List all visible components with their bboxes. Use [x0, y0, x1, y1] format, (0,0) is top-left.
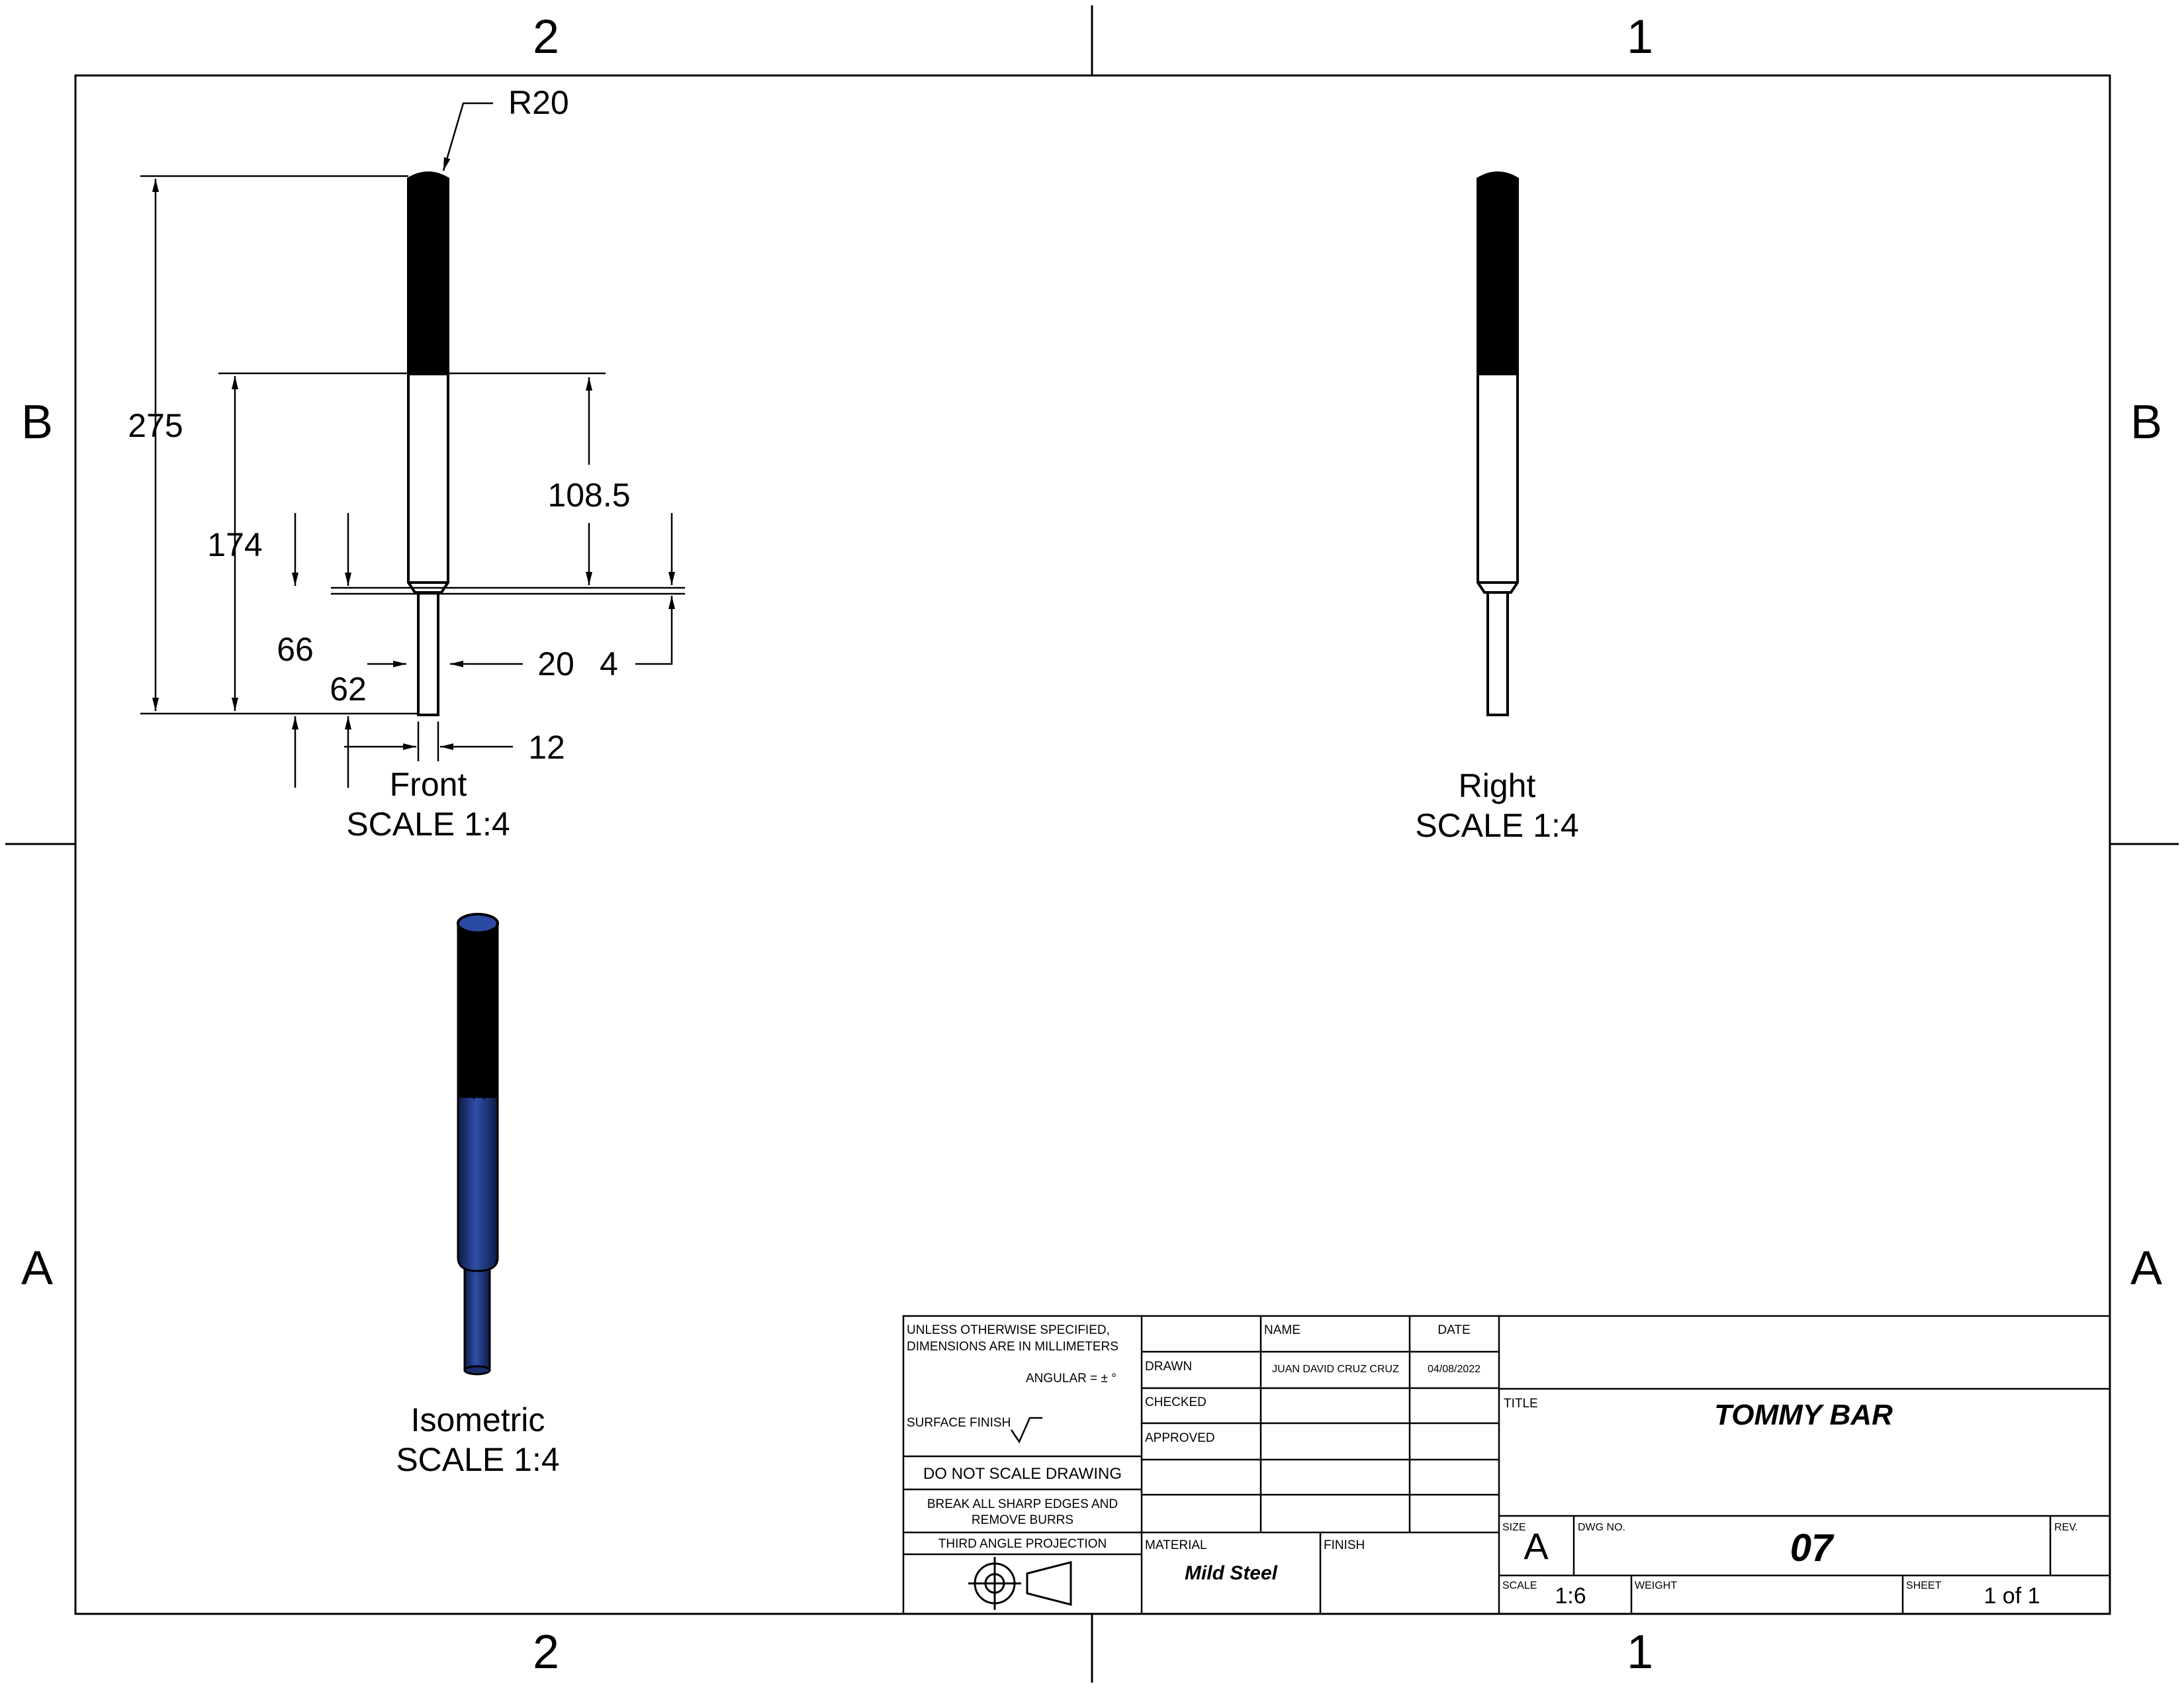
tb-drawn-name: JUAN DAVID CRUZ CRUZ [1272, 1364, 1399, 1375]
right-view-title: Right [1459, 767, 1536, 804]
tb-finish-label: FINISH [1324, 1538, 1365, 1552]
isometric-view-title: Isometric [411, 1401, 545, 1438]
tb-material: Mild Steel [1185, 1562, 1278, 1584]
tb-size: A [1524, 1525, 1549, 1567]
front-view-dimensions [140, 102, 685, 788]
front-view-part [407, 171, 449, 716]
tb-scale: 1:6 [1555, 1583, 1586, 1609]
zone-label-bottom-2: 2 [533, 1626, 559, 1679]
tb-rev-label: REV. [2054, 1522, 2078, 1533]
tb-scale-label: SCALE [1502, 1580, 1537, 1591]
third-angle-projection-icon [968, 1557, 1072, 1610]
zone-label-left-A: A [21, 1242, 53, 1295]
tb-size-label: SIZE [1502, 1522, 1526, 1533]
tb-break-edges-1: BREAK ALL SHARP EDGES AND [927, 1497, 1118, 1511]
tb-dwg-no-label: DWG NO. [1578, 1522, 1625, 1533]
dim-dia-large: 20 [537, 645, 574, 682]
isometric-view-scale: SCALE 1:4 [396, 1441, 559, 1478]
dim-radius: R20 [508, 84, 569, 121]
tb-material-label: MATERIAL [1145, 1538, 1207, 1552]
tb-drawn-date: 04/08/2022 [1428, 1364, 1480, 1375]
right-view-scale: SCALE 1:4 [1415, 807, 1578, 844]
isometric-view-part [457, 913, 499, 1376]
tb-sheet: 1 of 1 [1983, 1583, 2040, 1609]
tb-surface-finish: SURFACE FINISH [907, 1416, 1011, 1430]
tb-date-header: DATE [1437, 1323, 1470, 1337]
zone-label-top-2: 2 [533, 11, 559, 64]
tb-do-not-scale: DO NOT SCALE DRAWING [923, 1465, 1122, 1483]
tb-tolerance-note-2: DIMENSIONS ARE IN MILLIMETERS [907, 1340, 1118, 1354]
dim-step-a: 66 [277, 631, 314, 668]
tb-weight-label: WEIGHT [1635, 1580, 1677, 1591]
tb-title: TOMMY BAR [1714, 1399, 1893, 1431]
tb-angular: ANGULAR = ± ° [1026, 1372, 1116, 1385]
title-block-grid [902, 1315, 2111, 1615]
front-view: R20 275 174 108.5 66 62 20 4 12 Front SC… [128, 84, 685, 843]
tb-break-edges-2: REMOVE BURRS [972, 1513, 1073, 1527]
tb-name-header: NAME [1264, 1323, 1300, 1337]
title-block: UNLESS OTHERWISE SPECIFIED, DIMENSIONS A… [902, 1315, 2111, 1615]
zone-labels: 2 1 2 1 B B A A [21, 11, 2162, 1679]
dim-step-b: 62 [330, 671, 367, 708]
surface-finish-icon [1010, 1417, 1042, 1444]
dim-chamfer: 4 [600, 645, 618, 682]
right-view-part [1477, 171, 1519, 716]
isometric-view: Isometric SCALE 1:4 [396, 913, 560, 1478]
front-view-dimension-values: R20 275 174 108.5 66 62 20 4 12 [128, 84, 630, 766]
zone-label-left-B: B [21, 396, 53, 449]
zone-label-right-B: B [2130, 396, 2162, 449]
dim-overall-length: 275 [128, 407, 183, 444]
tb-approved-label: APPROVED [1145, 1431, 1215, 1445]
tb-drawn-label: DRAWN [1145, 1360, 1192, 1374]
front-view-scale: SCALE 1:4 [346, 806, 510, 843]
tb-checked-label: CHECKED [1145, 1395, 1206, 1409]
dim-grip-length: 108.5 [547, 477, 630, 514]
tb-projection: THIRD ANGLE PROJECTION [938, 1537, 1107, 1551]
tb-tolerance-note-1: UNLESS OTHERWISE SPECIFIED, [907, 1323, 1110, 1337]
tb-sheet-label: SHEET [1906, 1580, 1942, 1591]
dim-dia-small: 12 [528, 729, 565, 766]
zone-label-top-1: 1 [1627, 11, 1653, 64]
dim-shank-length: 174 [207, 526, 262, 563]
zone-label-bottom-1: 1 [1627, 1626, 1653, 1679]
zone-label-right-A: A [2130, 1242, 2162, 1295]
right-view: Right SCALE 1:4 [1415, 171, 1579, 844]
tb-title-label: TITLE [1504, 1397, 1538, 1411]
front-view-title: Front [390, 766, 467, 803]
tb-dwg-no: 07 [1790, 1526, 1835, 1570]
